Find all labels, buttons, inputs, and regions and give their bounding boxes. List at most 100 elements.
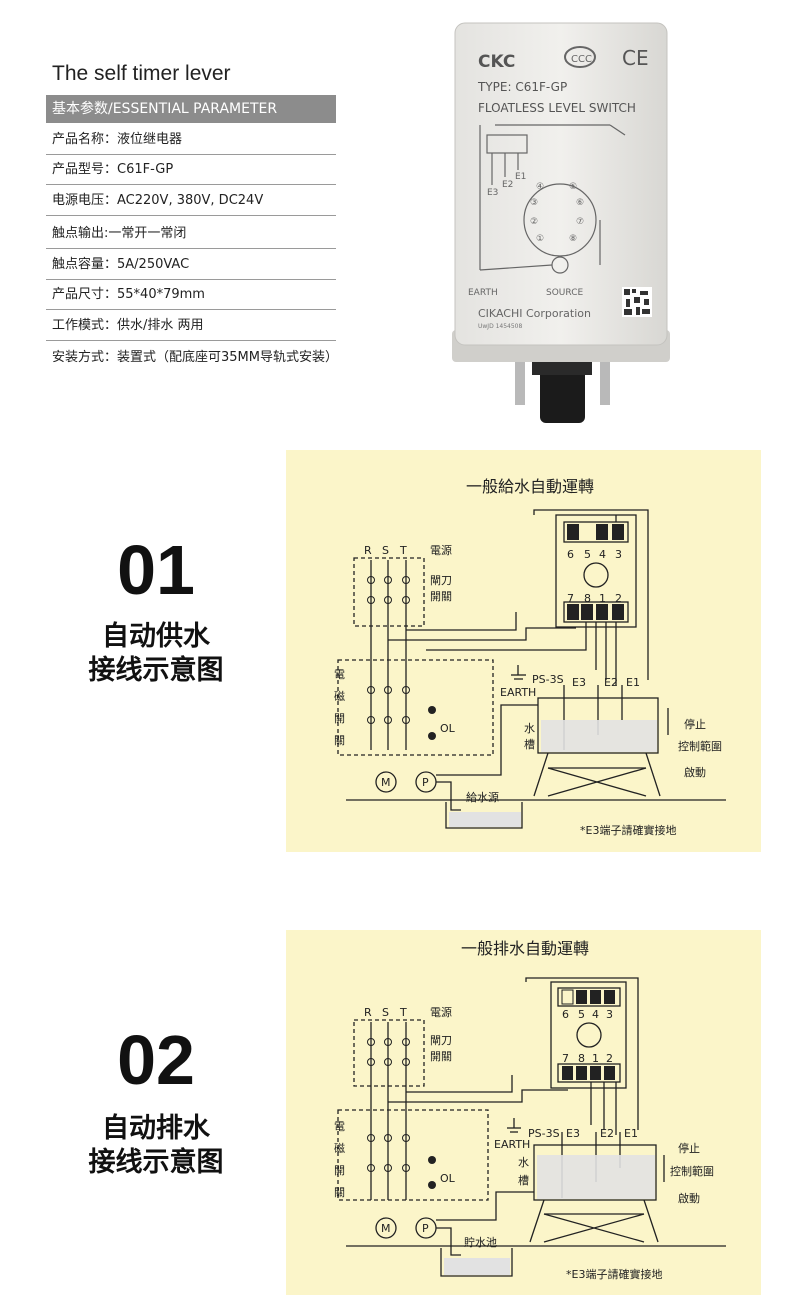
svg-text:②: ②: [530, 217, 538, 227]
label-mag2: 磁: [334, 690, 345, 703]
step-number-1: 01: [117, 531, 195, 609]
param-row: 产品尺寸：55*40*79mm: [46, 280, 336, 310]
svg-text:⑧: ⑧: [569, 234, 577, 244]
label-e1: E1: [626, 676, 640, 689]
label-mag1: 電: [334, 1120, 345, 1133]
label-mag2: 磁: [334, 1142, 345, 1155]
type-text: TYPE: C61F-GP: [477, 80, 567, 94]
source-text: SOURCE: [546, 288, 583, 298]
param-row: 工作模式：供水/排水 两用: [46, 311, 336, 341]
svg-text:CE: CE: [622, 46, 649, 70]
pin-label: 6: [567, 548, 574, 561]
label-e1: E1: [624, 1127, 638, 1140]
step-label-1a: 自动供水: [102, 621, 210, 652]
label-mag3: 開: [334, 712, 345, 725]
electrode-e2: E2: [502, 180, 513, 190]
product-photo: CKC CCC CE TYPE: C61F-GP FLOATLESS LEVEL…: [452, 22, 670, 423]
label-e3: E3: [566, 1127, 580, 1140]
diagram-title: 一般給水自動運轉: [466, 477, 594, 496]
param-row: 触点容量：5A/250VAC: [46, 250, 336, 280]
wiring-diagram-drain: 一般排水自動運轉 R S T 電源 閘刀 開關 電 磁 開 關 OL M P P…: [286, 930, 761, 1295]
label-s: S: [382, 1006, 389, 1019]
pin-label: 3: [606, 1008, 613, 1021]
pin-label: 8: [578, 1052, 585, 1065]
pin-label: 4: [592, 1008, 599, 1021]
label-water1: 水: [524, 722, 535, 735]
label-stop: 停止: [678, 1141, 700, 1155]
label-ps: PS-3S: [528, 1127, 560, 1140]
lot-text: UwJD 1454508: [478, 323, 523, 330]
diagram-note: *E3端子請確實接地: [580, 823, 676, 837]
pin-label: 8: [584, 592, 591, 605]
step-label-1b: 接线示意图: [88, 655, 224, 686]
label-range: 控制範圍: [670, 1164, 714, 1178]
label-knife1: 閘刀: [430, 1034, 452, 1047]
param-row: 电源电压：AC220V, 380V, DC24V: [46, 186, 336, 216]
label-start: 啟動: [678, 1191, 700, 1205]
param-row: 产品型号：C61F-GP: [46, 155, 336, 185]
electrode-e1: E1: [515, 172, 526, 182]
svg-text:③: ③: [530, 198, 538, 208]
label-pump: P: [422, 1222, 429, 1235]
label-earth: EARTH: [500, 686, 536, 699]
label-mag4: 關: [334, 734, 345, 747]
label-pump: P: [422, 776, 429, 789]
pin-label: 1: [599, 592, 606, 605]
earth-text: EARTH: [468, 288, 498, 298]
wiring-diagram-supply: 一般給水自動運轉 R S T 電源 閘刀 開關 電 磁 開 關 OL M P P…: [286, 450, 761, 852]
label-ps: PS-3S: [532, 673, 564, 686]
label-mag4: 關: [334, 1186, 345, 1199]
label-earth: EARTH: [494, 1138, 530, 1151]
svg-text:⑦: ⑦: [576, 217, 584, 227]
pin-label: 6: [562, 1008, 569, 1021]
label-motor: M: [381, 1222, 391, 1235]
label-power: 電源: [430, 1005, 452, 1019]
label-motor: M: [381, 776, 391, 789]
label-ol: OL: [440, 722, 456, 735]
svg-text:④: ④: [536, 182, 544, 192]
pin-label: 3: [615, 548, 622, 561]
label-e3: E3: [572, 676, 586, 689]
label-water2: 槽: [518, 1174, 529, 1187]
label-t: T: [399, 1006, 407, 1019]
pin-label: 7: [567, 592, 574, 605]
label-stop: 停止: [684, 717, 706, 731]
label-t: T: [399, 544, 407, 557]
param-row: 安装方式：装置式（配底座可35MM导轨式安装）: [52, 350, 338, 365]
label-tank: 給水源: [466, 790, 499, 804]
electrode-e3: E3: [487, 188, 498, 198]
label-r: R: [364, 544, 372, 557]
label-water1: 水: [518, 1156, 529, 1169]
diagram-title: 一般排水自動運轉: [461, 939, 589, 958]
svg-text:CCC: CCC: [571, 54, 592, 65]
label-knife2: 開關: [430, 590, 452, 603]
param-row: 触点输出:一常开一常闭: [46, 219, 336, 249]
svg-text:①: ①: [536, 234, 544, 244]
label-knife2: 開關: [430, 1050, 452, 1063]
param-row: 产品名称：液位继电器: [46, 125, 336, 155]
step-label-2b: 接线示意图: [88, 1147, 224, 1178]
label-ol: OL: [440, 1172, 456, 1185]
pin-label: 2: [606, 1052, 613, 1065]
label-tank: 貯水池: [464, 1236, 497, 1249]
diagram-note: *E3端子請確實接地: [566, 1267, 662, 1281]
label-s: S: [382, 544, 389, 557]
pin-label: 7: [562, 1052, 569, 1065]
corp-text: CIKACHI Corporation: [478, 307, 591, 320]
label-e2: E2: [600, 1127, 614, 1140]
label-knife1: 閘刀: [430, 574, 452, 587]
label-power: 電源: [430, 543, 452, 557]
svg-text:⑥: ⑥: [576, 198, 584, 208]
label-range: 控制範圍: [678, 739, 722, 753]
svg-text:⑤: ⑤: [569, 182, 577, 192]
pin-label: 2: [615, 592, 622, 605]
param-heading: 基本参数/ESSENTIAL PARAMETER: [46, 95, 336, 123]
step-label-2a: 自动排水: [102, 1113, 210, 1144]
label-r: R: [364, 1006, 372, 1019]
step-number-2: 02: [117, 1021, 195, 1099]
product-name: FLOATLESS LEVEL SWITCH: [478, 101, 636, 115]
label-mag1: 電: [334, 668, 345, 681]
page-title: The self timer lever: [52, 62, 231, 85]
label-water2: 槽: [524, 738, 535, 751]
label-mag3: 開: [334, 1164, 345, 1177]
